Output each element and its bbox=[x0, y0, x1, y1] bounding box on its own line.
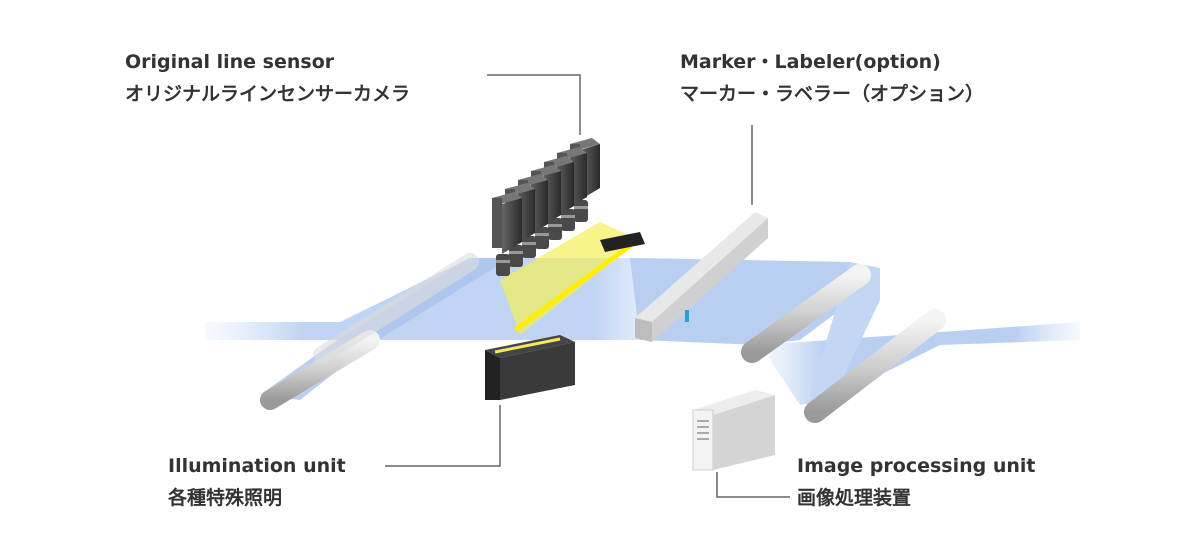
illumination-unit bbox=[485, 335, 575, 400]
camera-label-en: Original line sensor bbox=[125, 51, 335, 73]
marker-label-en: Marker・Labeler(option) bbox=[680, 51, 941, 73]
camera-label-ja: オリジナルラインセンサーカメラ bbox=[125, 83, 411, 105]
leader-lines bbox=[385, 74, 790, 498]
processing-label-ja: 画像処理装置 bbox=[797, 487, 912, 509]
processing-label: Image processing unit 画像処理装置 bbox=[797, 450, 1035, 514]
illumination-label-ja: 各種特殊照明 bbox=[168, 487, 283, 509]
marker-label-ja: マーカー・ラベラー（オプション） bbox=[680, 83, 985, 105]
line-sensor-cameras bbox=[492, 138, 600, 276]
rollers bbox=[260, 253, 946, 423]
camera-label: Original line sensor オリジナルラインセンサーカメラ bbox=[125, 46, 410, 110]
illumination-label-en: Illumination unit bbox=[168, 455, 346, 477]
illumination-label: Illumination unit 各種特殊照明 bbox=[168, 450, 346, 514]
marker-labeler bbox=[635, 212, 768, 342]
camera bbox=[492, 192, 522, 276]
processing-label-en: Image processing unit bbox=[797, 455, 1036, 477]
marker-label: Marker・Labeler(option) マーカー・ラベラー（オプション） bbox=[680, 46, 984, 110]
image-processing-unit bbox=[692, 390, 775, 471]
illumination-bar-top bbox=[600, 232, 645, 252]
